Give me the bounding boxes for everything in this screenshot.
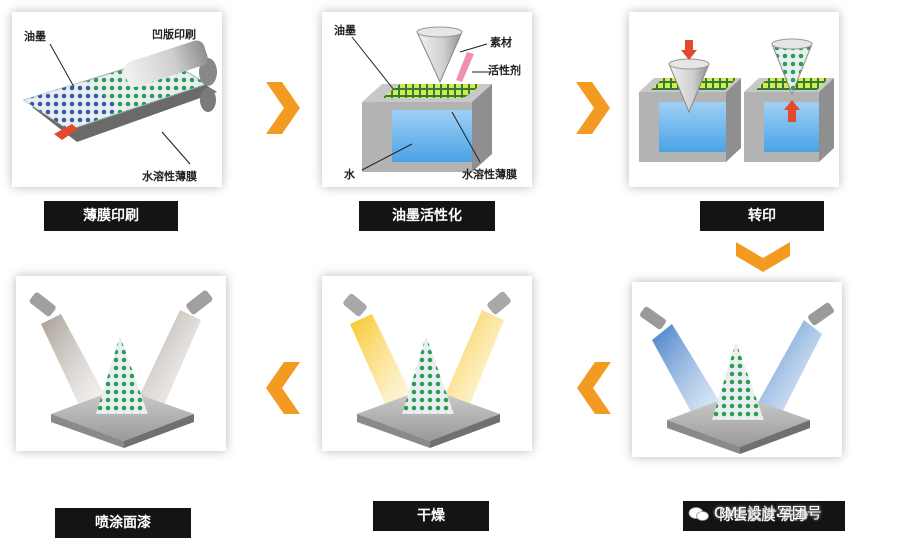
paint-spray-right — [130, 310, 201, 424]
material-cone — [416, 31, 463, 84]
ink-pattern — [24, 82, 122, 130]
panel-transfer — [629, 12, 839, 187]
tank-side — [472, 84, 492, 172]
roller-body — [123, 40, 208, 88]
panel-top-coat — [16, 276, 226, 451]
dry-beam-left — [350, 314, 422, 424]
label-film: 水溶性薄膜 — [142, 169, 197, 183]
dryer-left-icon — [343, 293, 367, 317]
watermark-text: CME设计军团号 — [714, 504, 822, 522]
transfer-tank-left — [639, 40, 741, 162]
chevron-left-icon — [266, 362, 300, 414]
chevron-right-icon — [576, 82, 610, 134]
red-arrow-down-icon — [681, 40, 697, 60]
dotted-cone — [712, 342, 764, 420]
label-ink: 油墨 — [334, 23, 356, 37]
caption-top-coat: 喷涂面漆 — [55, 508, 191, 538]
dotted-cone — [402, 336, 454, 414]
label-activator: 活性剂 — [488, 63, 521, 77]
watermark: CME设计军团号 — [688, 500, 893, 526]
caption-dry: 干燥 — [373, 501, 489, 531]
label-film: 水溶性薄膜 — [462, 167, 517, 181]
red-arrow-icon — [54, 124, 78, 140]
dryer-right-icon — [487, 291, 511, 315]
chevron-left-icon — [577, 362, 611, 414]
wechat-icon — [688, 506, 709, 521]
spray-gun-left-icon — [29, 292, 56, 317]
spray-gun-right-icon — [186, 290, 213, 315]
label-gravure: 凹版印刷 — [152, 27, 196, 41]
dotted-cone — [96, 336, 148, 414]
dry-beam-right — [436, 310, 504, 424]
caption-wash: 除去胶膜·洗净 — [683, 501, 845, 531]
caption-film-printing: 薄膜印刷 — [44, 201, 178, 231]
wash-spray-right — [747, 320, 822, 432]
red-arrow-up-icon — [784, 100, 800, 122]
panel-ink-activation: 油墨 素材 活性剂 水 水溶性薄膜 — [322, 12, 532, 187]
paint-spray-left — [41, 314, 116, 424]
panel-film-printing: 油墨 凹版印刷 水溶性薄膜 — [12, 12, 222, 187]
caption-transfer: 转印 — [700, 201, 824, 231]
water-body — [392, 110, 472, 162]
label-water: 水 — [344, 167, 356, 181]
chevron-right-icon — [266, 82, 300, 134]
roller-lower — [200, 88, 216, 112]
panel-dry — [322, 276, 532, 451]
caption-ink-activation: 油墨活性化 — [359, 201, 495, 231]
transfer-tank-right — [744, 38, 834, 162]
nozzle-right-icon — [808, 302, 834, 326]
leader-ink — [49, 43, 75, 88]
ink-grid — [382, 84, 482, 98]
base-top — [667, 394, 810, 447]
activator-spray — [456, 52, 474, 82]
label-ink: 油墨 — [24, 29, 46, 43]
chevron-down-icon — [736, 242, 790, 272]
label-material: 素材 — [490, 35, 512, 49]
panel-wash — [632, 282, 842, 457]
leader-film — [161, 131, 191, 165]
nozzle-left-icon — [640, 306, 666, 330]
